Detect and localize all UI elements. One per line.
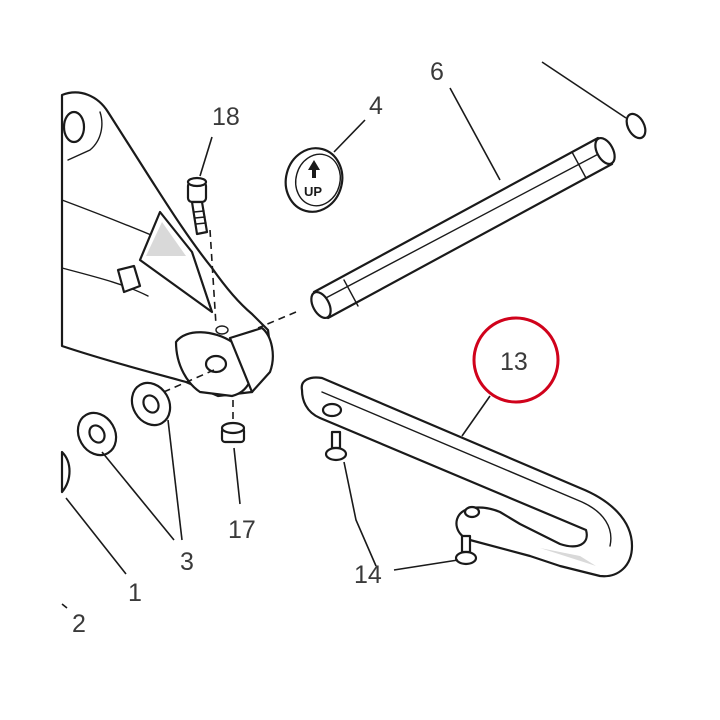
shaft-axis-line — [257, 311, 297, 329]
guide-front-hole — [321, 402, 343, 418]
bolt-axis-line — [209, 229, 217, 326]
callout-13: 13 — [500, 348, 528, 376]
pivot-hole — [204, 354, 228, 374]
callout-14: 14 — [354, 561, 382, 589]
shaft-6 — [310, 112, 647, 320]
bolt-18 — [186, 176, 209, 236]
screws-14 — [324, 430, 478, 566]
leader-3b — [167, 419, 183, 541]
callout-3: 3 — [180, 548, 194, 576]
leader-3a — [101, 451, 175, 541]
leader-14-upper — [343, 461, 377, 567]
swingarm — [60, 91, 274, 494]
nut-17 — [220, 421, 246, 444]
leader-18 — [199, 136, 213, 177]
guide-rear-hole — [463, 505, 481, 519]
callout-4: 4 — [369, 92, 383, 120]
leader-14-lower — [393, 559, 459, 571]
chain-guide-13 — [300, 376, 634, 578]
callout-18: 18 — [212, 103, 240, 131]
leader-17 — [233, 447, 241, 505]
callout-17: 17 — [228, 516, 256, 544]
callout-labels: 18 4 6 13 14 17 3 1 2 — [72, 58, 528, 638]
callout-2: 2 — [72, 610, 86, 638]
cap-4: UP — [284, 147, 344, 213]
washers-3 — [76, 381, 172, 457]
leader-lines — [61, 61, 627, 609]
leader-2 — [61, 603, 68, 609]
leader-6 — [449, 87, 501, 181]
callout-6: 6 — [430, 58, 444, 86]
callout-1: 1 — [128, 579, 142, 607]
highlight-circle-13 — [472, 316, 560, 404]
leader-circlip — [541, 61, 627, 119]
leader-1 — [65, 497, 127, 575]
swingarm-hole — [62, 110, 86, 144]
leader-13 — [461, 395, 491, 437]
leader-4 — [333, 119, 366, 153]
cap-up-marking: UP — [304, 184, 322, 199]
